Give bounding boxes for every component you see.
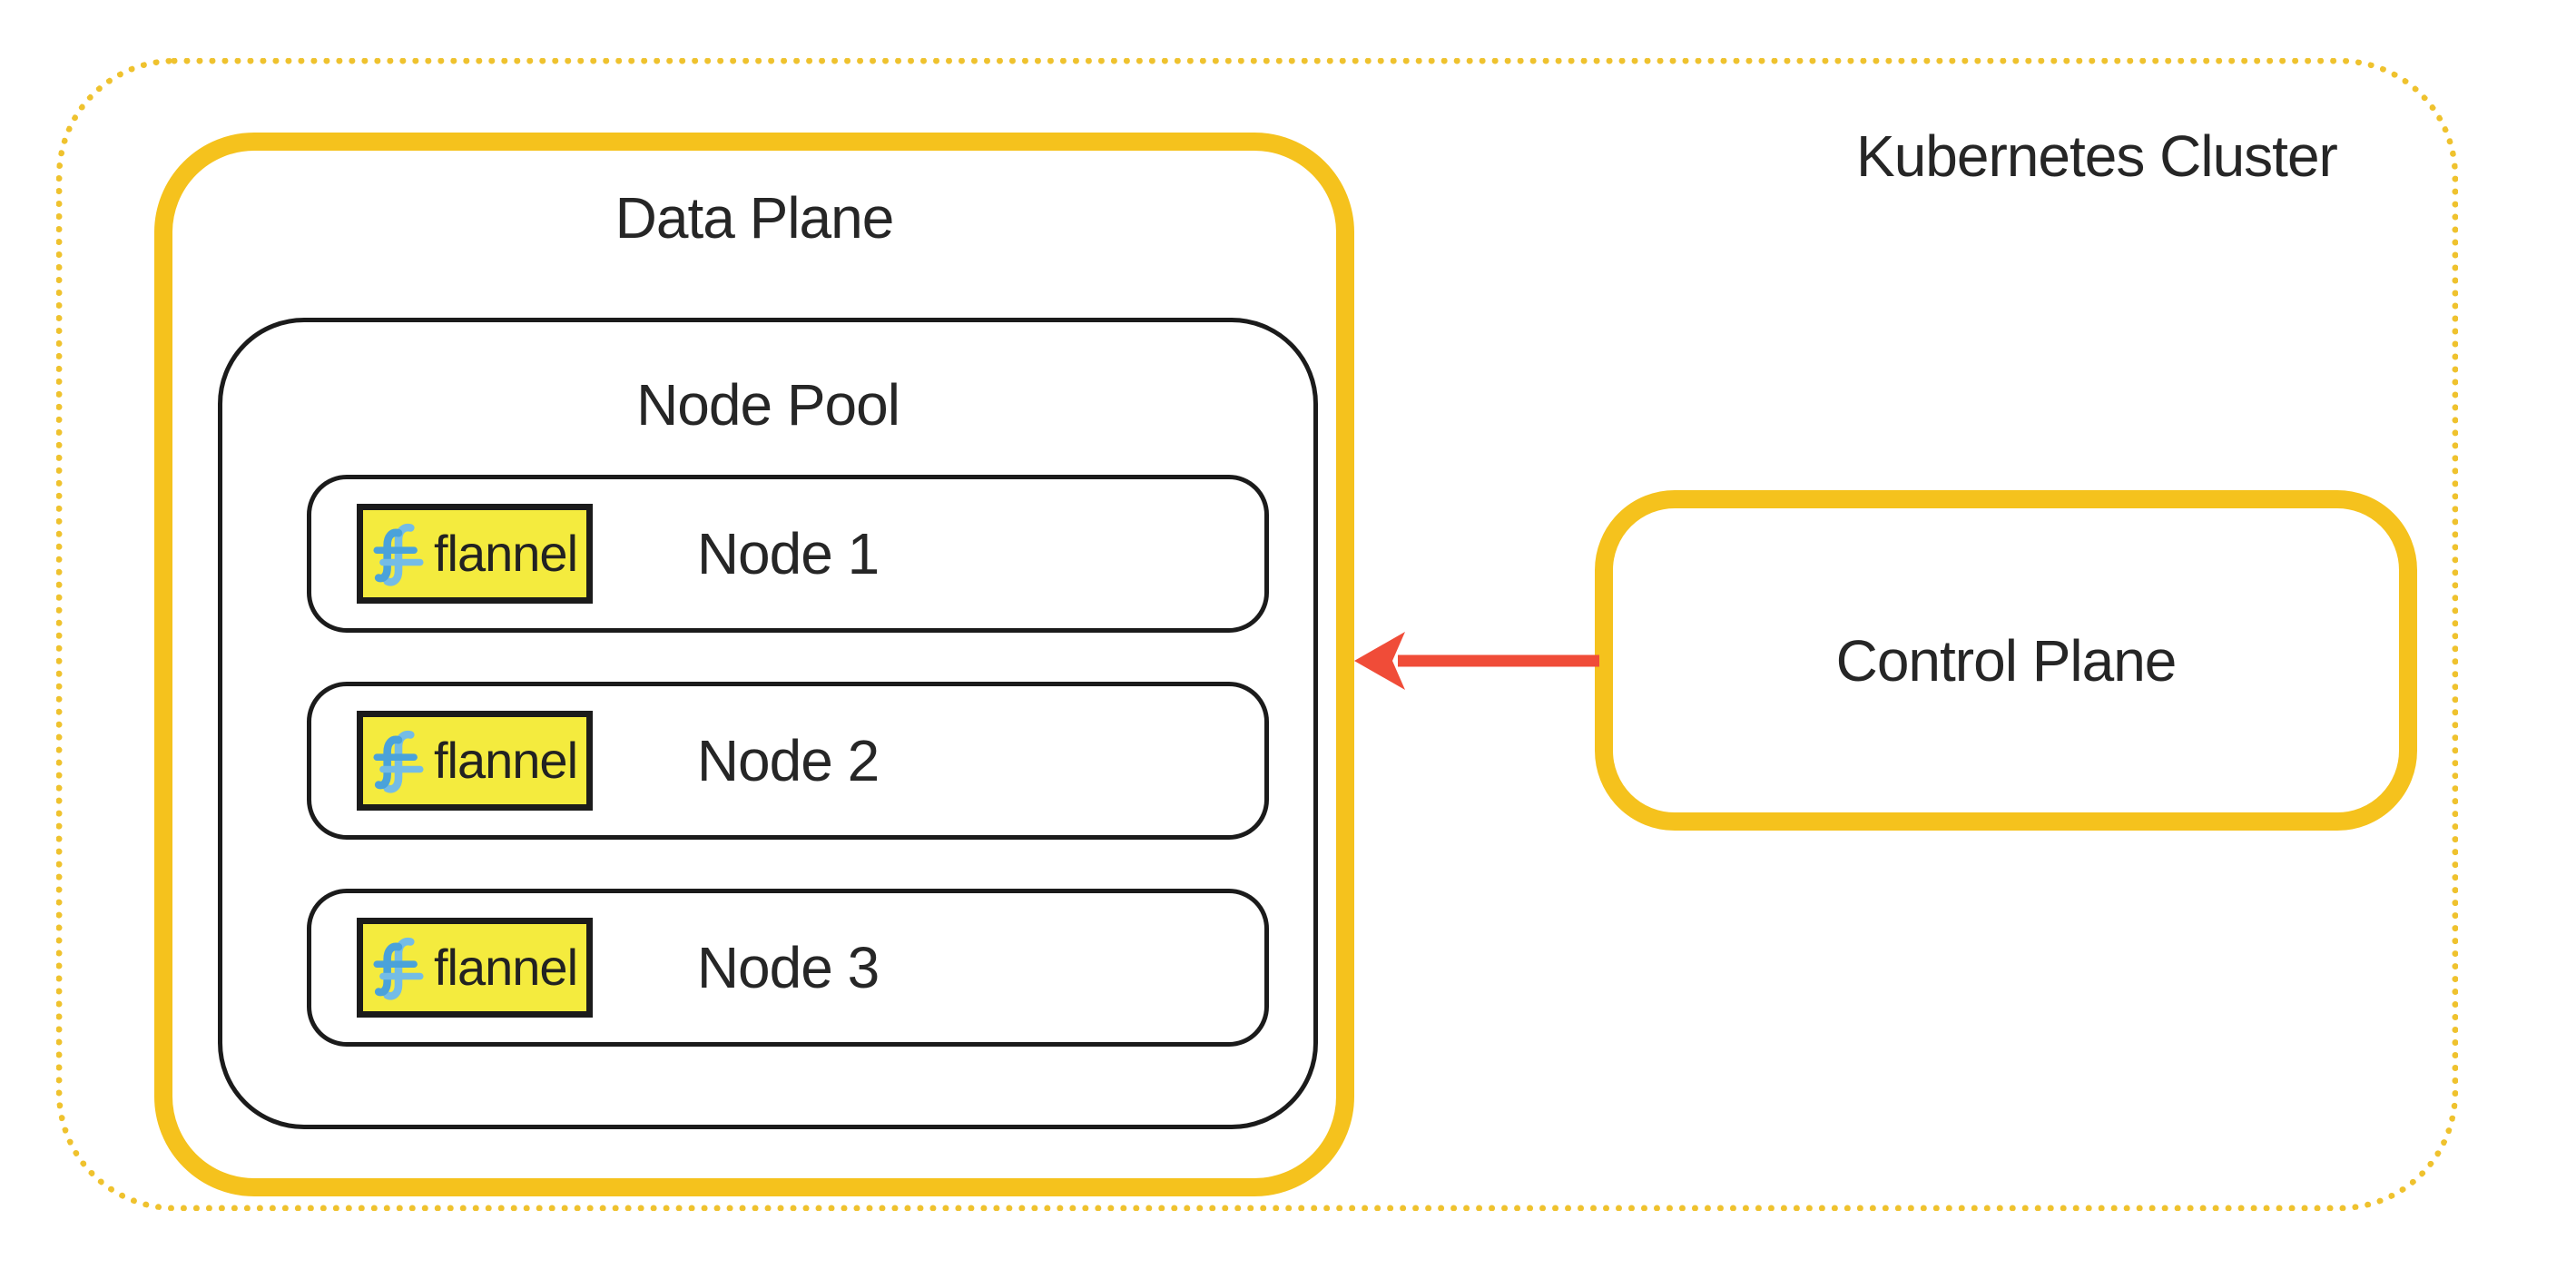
- flannel-badge: flannel: [357, 918, 593, 1018]
- node-2-label: Node 2: [696, 728, 880, 793]
- flannel-badge: flannel: [357, 504, 593, 604]
- data-plane-label: Data Plane: [615, 185, 895, 251]
- flannel-badge: flannel: [357, 711, 593, 811]
- kubernetes-cluster-label: Kubernetes Cluster: [1856, 123, 2338, 189]
- control-plane-label: Control Plane: [1835, 627, 2178, 694]
- node-3-label: Node 3: [696, 935, 880, 1000]
- flannel-badge-label: flannel: [433, 939, 578, 996]
- flannel-logo-icon: [373, 523, 424, 586]
- node-1-box: flannel Node 1: [307, 475, 1269, 633]
- kubernetes-cluster-boundary: [56, 58, 2458, 1211]
- node-2-box: flannel Node 2: [307, 682, 1269, 840]
- control-plane-box: Control Plane: [1595, 490, 2417, 831]
- node-3-box: flannel Node 3: [307, 889, 1269, 1047]
- flannel-logo-icon: [373, 937, 424, 1000]
- node-pool-label: Node Pool: [636, 372, 900, 438]
- flannel-logo-icon: [373, 730, 424, 793]
- flannel-badge-label: flannel: [433, 525, 578, 582]
- node-1-label: Node 1: [696, 521, 880, 586]
- arrow-left-icon: [1354, 632, 1599, 690]
- flannel-badge-label: flannel: [433, 732, 578, 789]
